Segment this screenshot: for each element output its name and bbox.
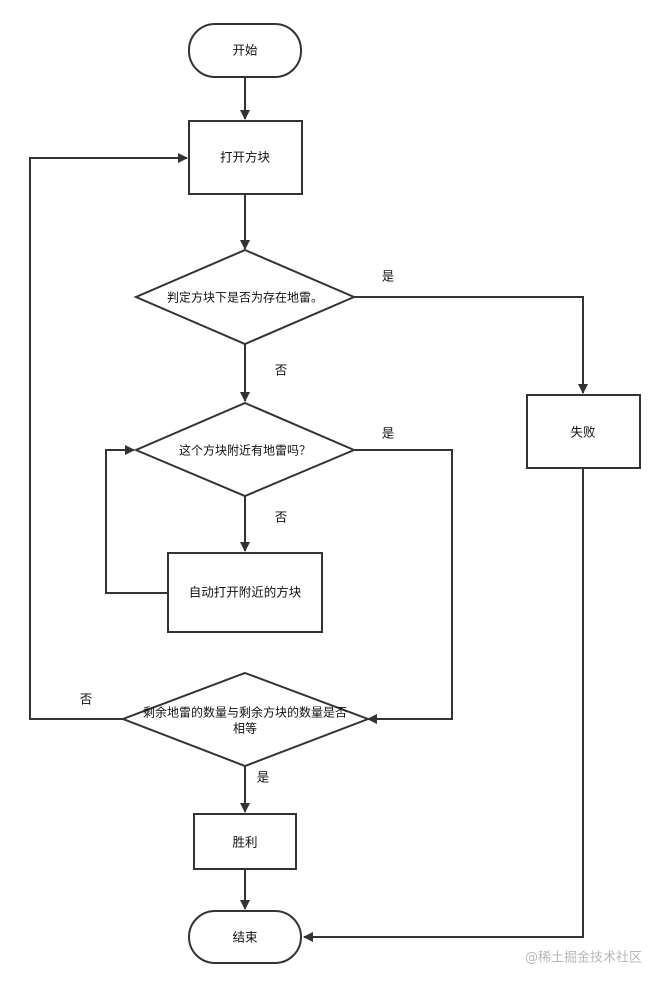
edge-auto-loop-near [105,445,168,594]
node-end[interactable]: 结束 [188,910,302,964]
edge-near-yes-compare [354,449,453,724]
node-end-label: 结束 [232,930,258,945]
node-auto-open-label: 自动打开附近的方块 [189,585,302,600]
node-check-mine[interactable]: 判定方块下是否为存在地雷。 [133,248,357,346]
edge-label-near-no: 否 [275,510,288,525]
node-start-label: 开始 [232,43,258,58]
node-near-mine-label: 这个方块附近有地雷吗？ [179,443,311,458]
edge-label-check-no: 否 [275,363,288,378]
node-win-label: 胜利 [232,835,257,850]
node-auto-open[interactable]: 自动打开附近的方块 [167,552,323,633]
edge-label-check-yes: 是 [382,269,395,284]
node-compare[interactable]: 剩余地雷的数量与剩余方块的数量是否 相等 [120,671,371,768]
node-fail-label: 失败 [570,425,596,440]
edges [29,77,588,942]
edge-label-near-yes: 是 [382,426,395,441]
node-open-label: 打开方块 [220,150,271,165]
node-win[interactable]: 胜利 [193,813,297,870]
watermark: @稀土掘金技术社区 [525,950,642,966]
node-compare-label-line2: 相等 [233,722,257,736]
edge-label-compare-yes: 是 [257,770,270,785]
node-check-mine-label: 判定方块下是否为存在地雷。 [167,290,323,305]
node-near-mine[interactable]: 这个方块附近有地雷吗？ [133,401,357,498]
edge-check-yes-fail [354,296,588,394]
edge-label-compare-no: 否 [80,692,93,707]
edge-fail-end [303,468,584,942]
edge-compare-no-open [29,153,188,720]
node-compare-label-line1: 剩余地雷的数量与剩余方块的数量是否 [143,705,347,720]
node-fail[interactable]: 失败 [526,394,641,469]
node-open[interactable]: 打开方块 [188,120,303,195]
node-start[interactable]: 开始 [188,23,302,78]
